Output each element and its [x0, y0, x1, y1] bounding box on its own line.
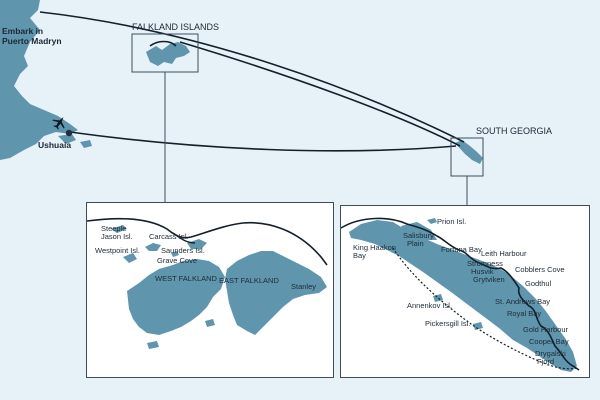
- westpoint-island: [123, 253, 137, 263]
- route-line: [69, 131, 457, 152]
- falklands-inset-map: [87, 217, 328, 349]
- salisbury-label: Salisbury: [403, 231, 434, 240]
- island-fragment: [58, 134, 76, 144]
- steeple-jason-island: [111, 225, 127, 233]
- ushuaia-marker: [65, 129, 73, 137]
- royal-bay-label: Royal Bay: [507, 309, 542, 318]
- drygalski-label: Fjord: [537, 357, 555, 366]
- falklands-route: [172, 232, 196, 244]
- cooper-bay-label: Cooper Bay: [529, 337, 569, 346]
- west-falkland-label: WEST FALKLAND: [155, 274, 217, 283]
- falklands-route: [87, 217, 328, 266]
- saunders-island: [187, 239, 207, 249]
- route-line: [39, 11, 465, 143]
- prion-label: Prion Isl.: [437, 217, 467, 226]
- embark-label: Puerto Madryn: [2, 36, 62, 46]
- tierra-del-fuego-land: [0, 0, 78, 160]
- south-georgia-land: [349, 220, 577, 372]
- south-georgia-inset-panel: Prion Isl. King Haakon Bay Salisbury Pla…: [340, 205, 590, 378]
- grytviken-label: Grytviken: [473, 275, 505, 284]
- king-haakon-label: King Haakon: [353, 243, 396, 252]
- drygalski-label: Drygalski: [535, 349, 566, 358]
- island-fragment: [171, 251, 179, 257]
- carcass-island: [145, 243, 161, 251]
- south-georgia-route: [341, 217, 580, 371]
- south-georgia-route-dotted: [392, 247, 578, 370]
- gold-harbour-label: Gold Harbour: [523, 325, 569, 334]
- pickersgill-island: [473, 322, 483, 330]
- island-fragment: [6, 136, 30, 152]
- westpoint-label: Westpoint Isl.: [95, 246, 140, 255]
- fortuna-label: Fortuna Bay: [441, 245, 482, 254]
- pickersgill-label: Pickersgill Isl.: [425, 319, 471, 328]
- steeple-jason-label: Jason Isl.: [101, 232, 133, 241]
- embark-label: Embark in: [2, 26, 44, 36]
- south-georgia-inset-map: [341, 217, 580, 372]
- cobblers-label: Cobblers Cove: [515, 265, 565, 274]
- island-fragment: [147, 341, 159, 349]
- stanley-label: Stanley: [291, 282, 317, 291]
- godthul-label: Godthul: [525, 279, 552, 288]
- carcass-label: Carcass Isl.: [149, 232, 189, 241]
- king-haakon-label: Bay: [353, 251, 366, 260]
- ushuaia-label: Ushuaia: [38, 140, 72, 150]
- annenkov-label: Annenkov Isl.: [407, 301, 453, 310]
- steeple-jason-label: Steeple: [101, 224, 127, 233]
- stromness-label: Stromness: [467, 259, 503, 268]
- route-line: [179, 41, 461, 147]
- airplane-icon: [52, 117, 65, 130]
- salisbury-label: Plain: [407, 239, 424, 248]
- east-falkland-land: [225, 251, 327, 335]
- south-georgia-land: [401, 222, 437, 240]
- stromness-label: Husvik: [471, 267, 494, 276]
- route-line: [149, 40, 177, 47]
- east-falkland-label: EAST FALKLAND: [219, 276, 279, 285]
- leith-label: Leith Harbour: [481, 249, 527, 258]
- south-georgia-overview-land: [455, 140, 483, 164]
- island-fragment: [205, 319, 215, 327]
- falklands-overview-land: [146, 42, 190, 66]
- falklands-inset-panel: Steeple Jason Isl. Carcass Isl. Westpoin…: [86, 202, 334, 378]
- island-fragment: [80, 140, 92, 148]
- grave-cove-label: Grave Cove: [157, 256, 198, 265]
- falklands-title: FALKLAND ISLANDS: [132, 22, 220, 32]
- south-georgia-title: SOUTH GEORGIA: [476, 126, 553, 136]
- west-falkland-land: [127, 259, 225, 335]
- saunders-label: Saunders Isl.: [161, 246, 205, 255]
- prion-island: [427, 218, 437, 224]
- st-andrews-label: St. Andrews Bay: [495, 297, 551, 306]
